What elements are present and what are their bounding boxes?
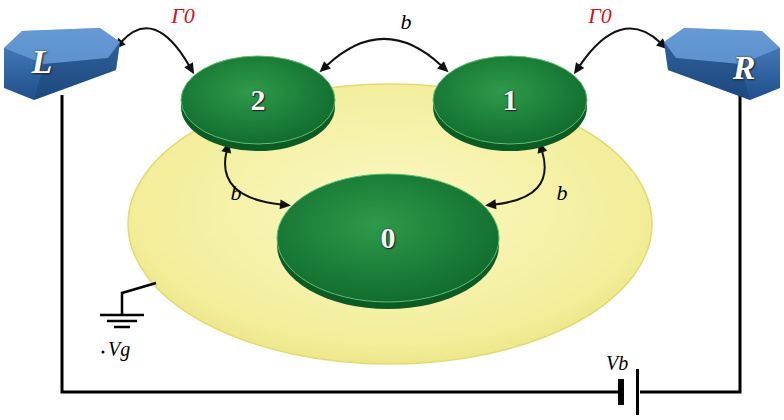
quantum-dot: 2 [180,55,336,145]
coupling-label: Γ0 [171,3,195,29]
coupling-arrow [485,142,547,210]
coupling-arrow [319,39,448,72]
coupling-arrow [221,142,291,210]
coupling-label: Γ0 [588,3,612,29]
lead-electrode: R [662,28,780,102]
quantum-dot: 1 [432,55,588,145]
node-shape [662,28,780,102]
coupling-label: b [401,9,412,35]
lead-name: R [687,43,756,87]
dot-index: 2 [251,83,266,117]
coupling-label: b [231,180,242,206]
battery-long-plate [636,369,639,415]
coupling-arrow [574,29,668,75]
coupling-label: b [557,180,568,206]
quantum-dot: 0 [276,173,500,303]
voltage-label: Vb [606,352,628,375]
voltage-label: Vg [108,338,130,361]
coupling-arrow [115,28,195,74]
ground-symbol [100,283,156,327]
dot-index: 1 [503,83,518,117]
lead-electrode: L [4,28,120,102]
lead-name: L [32,43,93,87]
dot-mark [102,351,105,354]
battery-short-plate [618,379,624,405]
dot-index: 0 [381,221,396,255]
node-shape [4,28,120,102]
